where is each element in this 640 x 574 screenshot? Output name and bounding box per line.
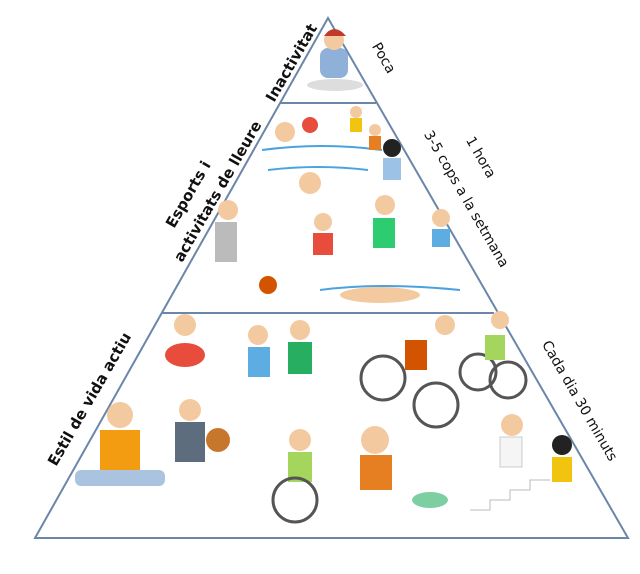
illustration-inactivity	[307, 29, 363, 91]
illustration-sports	[215, 106, 461, 303]
illustration-active-lifestyle	[75, 311, 572, 524]
pyramid-outline	[33, 15, 630, 539]
